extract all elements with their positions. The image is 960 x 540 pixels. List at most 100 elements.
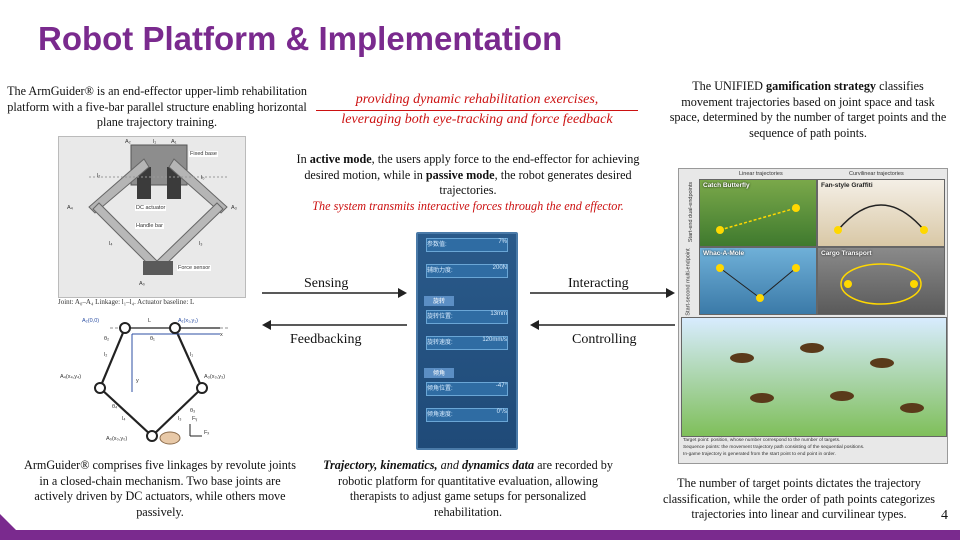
label-a1: A₁ (171, 139, 177, 145)
game-note: Target point: position, whose number cor… (683, 438, 841, 443)
kin-l3: l₃ (178, 416, 182, 422)
kin-a3: A₃(x₃,y₃) (204, 374, 226, 380)
modes-p3: , the robot generates desired trajectori… (439, 167, 632, 198)
label-dc-actuator: DC actuator (135, 205, 167, 211)
red-underline (316, 110, 638, 111)
center-bottom-p1: and (437, 458, 462, 472)
ui-row-assist: 辅助力度: 200N (426, 264, 508, 278)
ui-row-param: 参数值: 7% (426, 238, 508, 252)
kinematic-diagram: A₂(0,0) L A₁(x₁,y₁) x θ₂ θ₁ l₂ l₁ y A₄(x… (60, 312, 270, 458)
center-bottom-b1: Trajectory, kinematics, (323, 458, 438, 472)
label-l4: l₄ (109, 241, 113, 247)
feedbacking-label: Feedbacking (290, 332, 362, 347)
intro-right-bold: gamification strategy (766, 79, 877, 93)
robot-photo-drawing (59, 137, 245, 297)
cargo-path (840, 263, 922, 305)
center-bottom-b2: dynamics data (461, 458, 535, 472)
ui-row-tilt-pos: 倾角位置:-47° (426, 382, 508, 396)
label-a3: A₃ (231, 205, 237, 211)
kin-l: L (148, 318, 152, 324)
center-bottom-p2: are recorded by robotic platform for qua… (338, 458, 613, 519)
label-l2: l₂ (97, 173, 101, 179)
game-notes: Target point: position, whose number cor… (683, 437, 943, 458)
interacting-label: Interacting (568, 276, 629, 291)
page-number: 4 (941, 508, 948, 523)
passive-mode-label: passive mode (425, 167, 495, 182)
game-cargo-transport: Cargo Transport (817, 247, 945, 315)
modes-p2: , the users apply force to the end-effec… (304, 152, 640, 182)
intro-right-post: classifies movement trajectories based o… (669, 79, 947, 140)
game-fan-graffiti: Fan-style Graffiti (817, 179, 945, 247)
game-note: Sequence points: the movement trajectory… (683, 445, 865, 450)
game-label-catch-butterfly: Catch Butterfly (703, 182, 750, 189)
label-force-sensor: Force sensor (177, 265, 212, 271)
kin-theta3: θ₃ (190, 408, 196, 414)
interacting-arrow (530, 288, 675, 298)
ui-section-tilt: 倾角 (424, 368, 454, 378)
feedbacking-arrow (262, 320, 407, 330)
modes-p1: In (296, 152, 310, 166)
ui-row-label: 辅助力度: (427, 268, 453, 274)
robot-photo-caption: Joint: A₀–A₄ Linkage: l₁–l₄. Actuator ba… (58, 298, 195, 306)
label-l3: l₃ (199, 241, 203, 247)
right-bottom-text: The number of target points dictates the… (662, 476, 936, 521)
kin-a2: A₂(0,0) (82, 318, 100, 324)
center-red-line2: leveraging both eye-tracking and force f… (341, 112, 613, 127)
ui-row-label: 参数值: (427, 242, 447, 248)
label-a2: A₂ (125, 139, 131, 145)
game-grid: Linear trajectories Curvilinear trajecto… (678, 168, 948, 464)
kinematic-drawing (94, 322, 230, 445)
sensing-label: Sensing (304, 276, 349, 291)
mole-holes (730, 343, 924, 413)
col-header-linear: Linear trajectories (739, 171, 783, 177)
ui-row-value: 120mm/s (482, 337, 507, 343)
kin-x: x (220, 332, 223, 338)
ui-section-rotation: 旋转 (424, 296, 454, 306)
controlling-arrow (530, 320, 675, 330)
ui-row-label: 旋转速度: (427, 340, 453, 346)
kin-theta1: θ₁ (150, 336, 155, 342)
robot-photo: A₂ l₁ A₁ Fixed base l₂ l₀ A₄ DC actuator… (58, 136, 246, 298)
label-l0: l₀ (201, 175, 205, 181)
kin-fx: Fₓ (204, 430, 210, 436)
kin-a1: A₁(x₁,y₁) (178, 318, 198, 324)
kin-l2: l₂ (104, 352, 108, 358)
label-handle-bar: Handle bar (135, 223, 164, 229)
game-whac-a-mole: Whac-A-Mole (699, 247, 817, 315)
center-bottom-text: Trajectory, kinematics, and dynamics dat… (318, 458, 618, 520)
game-label-fan-graffiti: Fan-style Graffiti (821, 182, 873, 189)
game-note: In-game trajectory is generated from the… (683, 452, 836, 457)
ui-row-value: 13mm (490, 311, 507, 317)
left-bottom-text: ArmGuider® comprises five linkages by re… (24, 458, 296, 519)
ui-row-rot-speed: 旋转速度: 120mm/s (426, 336, 508, 350)
ui-row-value: 200N (492, 265, 507, 271)
label-a0: A₀ (139, 281, 145, 287)
controlling-label: Controlling (572, 332, 637, 347)
center-red-statement: providing dynamic rehabilitation exercis… (312, 90, 642, 130)
center-red-line1: providing dynamic rehabilitation exercis… (355, 92, 599, 107)
modes-red-note: The system transmits interactive forces … (312, 198, 624, 213)
fan-path (834, 204, 928, 234)
butterfly-path (716, 204, 800, 234)
label-a4: A₄ (67, 205, 73, 211)
modes-text: In active mode, the users apply force to… (288, 152, 648, 214)
whac-path (716, 264, 800, 302)
game-label-cargo-transport: Cargo Transport (821, 250, 872, 257)
kin-theta4: θ₄ (112, 404, 118, 410)
intro-right-pre: The UNIFIED (692, 79, 767, 93)
ui-row-rot-pos: 旋转位置:13mm (426, 310, 508, 324)
page-title: Robot Platform & Implementation (38, 20, 563, 57)
active-mode-label: active mode (309, 152, 372, 166)
intro-left-text: The ArmGuider® is an end-effector upper-… (7, 84, 307, 129)
ui-row-value: 7% (498, 239, 507, 245)
intro-right-text: The UNIFIED gamification strategy classi… (668, 79, 948, 141)
row-header-multi: Start-second multi-endpoint (685, 248, 692, 316)
kin-y: y (136, 378, 139, 384)
game-scene-preview (681, 317, 947, 437)
sensing-arrow (262, 288, 407, 298)
kin-a0: A₀(x₀,y₀) (106, 436, 128, 442)
label-fixed-base: Fixed base (189, 151, 218, 157)
footer-accent-triangle (0, 514, 16, 530)
control-ui-panel: 参数值: 7% 辅助力度: 200N 旋转 旋转位置:13mm 旋转速度: 120mm… (416, 232, 518, 450)
kin-a4: A₄(x₄,y₄) (60, 374, 82, 380)
